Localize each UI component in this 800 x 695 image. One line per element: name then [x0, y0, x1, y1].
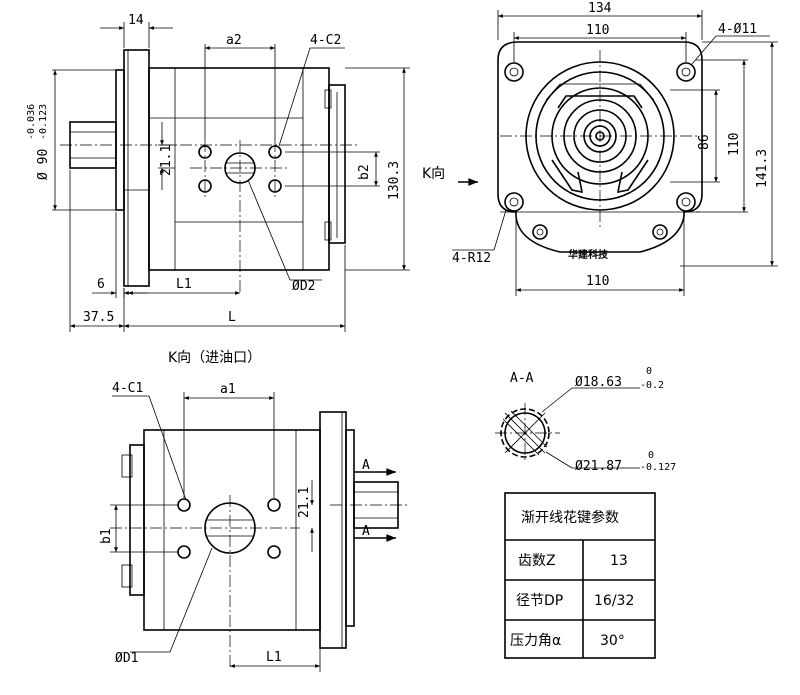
- table-row-value: 30°: [600, 633, 625, 649]
- dim-110-bottom: 110: [586, 274, 609, 289]
- dim-phi-d1: ØD1: [115, 651, 138, 666]
- tolerance-lower: -0.123: [38, 104, 49, 140]
- rear-cover: [328, 84, 346, 244]
- section-a-a: A-A Ø18.63 0 -0.2 Ø21.87 0 -0.127: [495, 366, 676, 474]
- bolt-hole: [177, 545, 191, 559]
- dim-b1: b1: [99, 528, 114, 544]
- section-marker-a-bottom: A: [362, 524, 370, 539]
- dim-a2: a2: [226, 33, 242, 48]
- dim-l1: L1: [266, 650, 282, 665]
- k-view-title: K向（进油口）: [168, 350, 261, 366]
- table-row-label: 齿数Z: [518, 553, 556, 569]
- side-view: 14 a2 4-C2 Ø 90 -0.036 -0.123 21.1 b2 13…: [26, 13, 410, 332]
- dim-86: 86: [697, 134, 712, 150]
- table-header: 渐开线花键参数: [521, 509, 619, 526]
- tolerance-upper: -0.036: [26, 104, 37, 140]
- section-marker-a-top: A: [362, 458, 370, 473]
- dim-14: 14: [128, 13, 144, 28]
- table-row-value: 16/32: [594, 593, 634, 609]
- k-view-housing: [143, 429, 321, 631]
- label-4-c2: 4-C2: [310, 33, 341, 48]
- mount-hole: [676, 192, 696, 212]
- dim-37-5: 37.5: [83, 310, 114, 325]
- dim-a1: a1: [220, 382, 236, 397]
- mount-hole: [676, 62, 696, 82]
- dim-21-1: 21.1: [159, 145, 174, 176]
- k-view: K向（进油口） 4-C1: [99, 350, 410, 672]
- dim-134: 134: [588, 1, 612, 16]
- spline-parameter-table: 渐开线花键参数 齿数Z 13 径节DP 16/32 压力角α 30°: [504, 492, 656, 659]
- dim-6: 6: [97, 277, 105, 292]
- tol-lower-21-87: -0.127: [640, 462, 676, 473]
- dim-130-3: 130.3: [387, 161, 402, 200]
- bolt-hole: [267, 545, 281, 559]
- tol-upper-21-87: 0: [648, 450, 654, 461]
- label-4-phi-11: 4-Ø11: [718, 22, 757, 37]
- mount-hole: [504, 62, 524, 82]
- dim-21-1: 21.1: [297, 487, 312, 518]
- dim-110-right: 110: [727, 133, 742, 156]
- pump-housing: [148, 67, 330, 271]
- dim-l: L: [228, 310, 236, 325]
- dim-b2: b2: [357, 164, 372, 180]
- dim-141-3: 141.3: [755, 149, 770, 188]
- section-title: A-A: [510, 371, 534, 386]
- dim-phi-90: Ø 90: [36, 149, 51, 180]
- table-row-value: 13: [610, 553, 628, 569]
- dim-phi-d2: ØD2: [292, 279, 315, 294]
- bolt-hole: [267, 498, 281, 512]
- label-4-c1: 4-C1: [112, 381, 143, 396]
- flange-outline: [497, 41, 703, 253]
- table-row-label: 径节DP: [516, 593, 563, 609]
- dim-phi-21-87: Ø21.87: [575, 459, 622, 474]
- tol-lower-18-63: -0.2: [640, 380, 664, 391]
- tol-upper-18-63: 0: [646, 366, 652, 377]
- dim-l1: L1: [176, 277, 192, 292]
- dim-110-top: 110: [586, 23, 609, 38]
- k-view-arrow: K向: [422, 166, 479, 186]
- k-arrow-label: K向: [422, 166, 445, 182]
- nameplate: 华建科技: [568, 248, 609, 261]
- table-row-label: 压力角α: [510, 633, 561, 649]
- front-view: 华建科技 134 110 4-Ø11 86 110 141.3: [452, 1, 778, 296]
- dim-phi-18-63: Ø18.63: [575, 375, 622, 390]
- mount-hole: [504, 192, 524, 212]
- label-4-r12: 4-R12: [452, 251, 491, 266]
- bolt-hole: [177, 498, 191, 512]
